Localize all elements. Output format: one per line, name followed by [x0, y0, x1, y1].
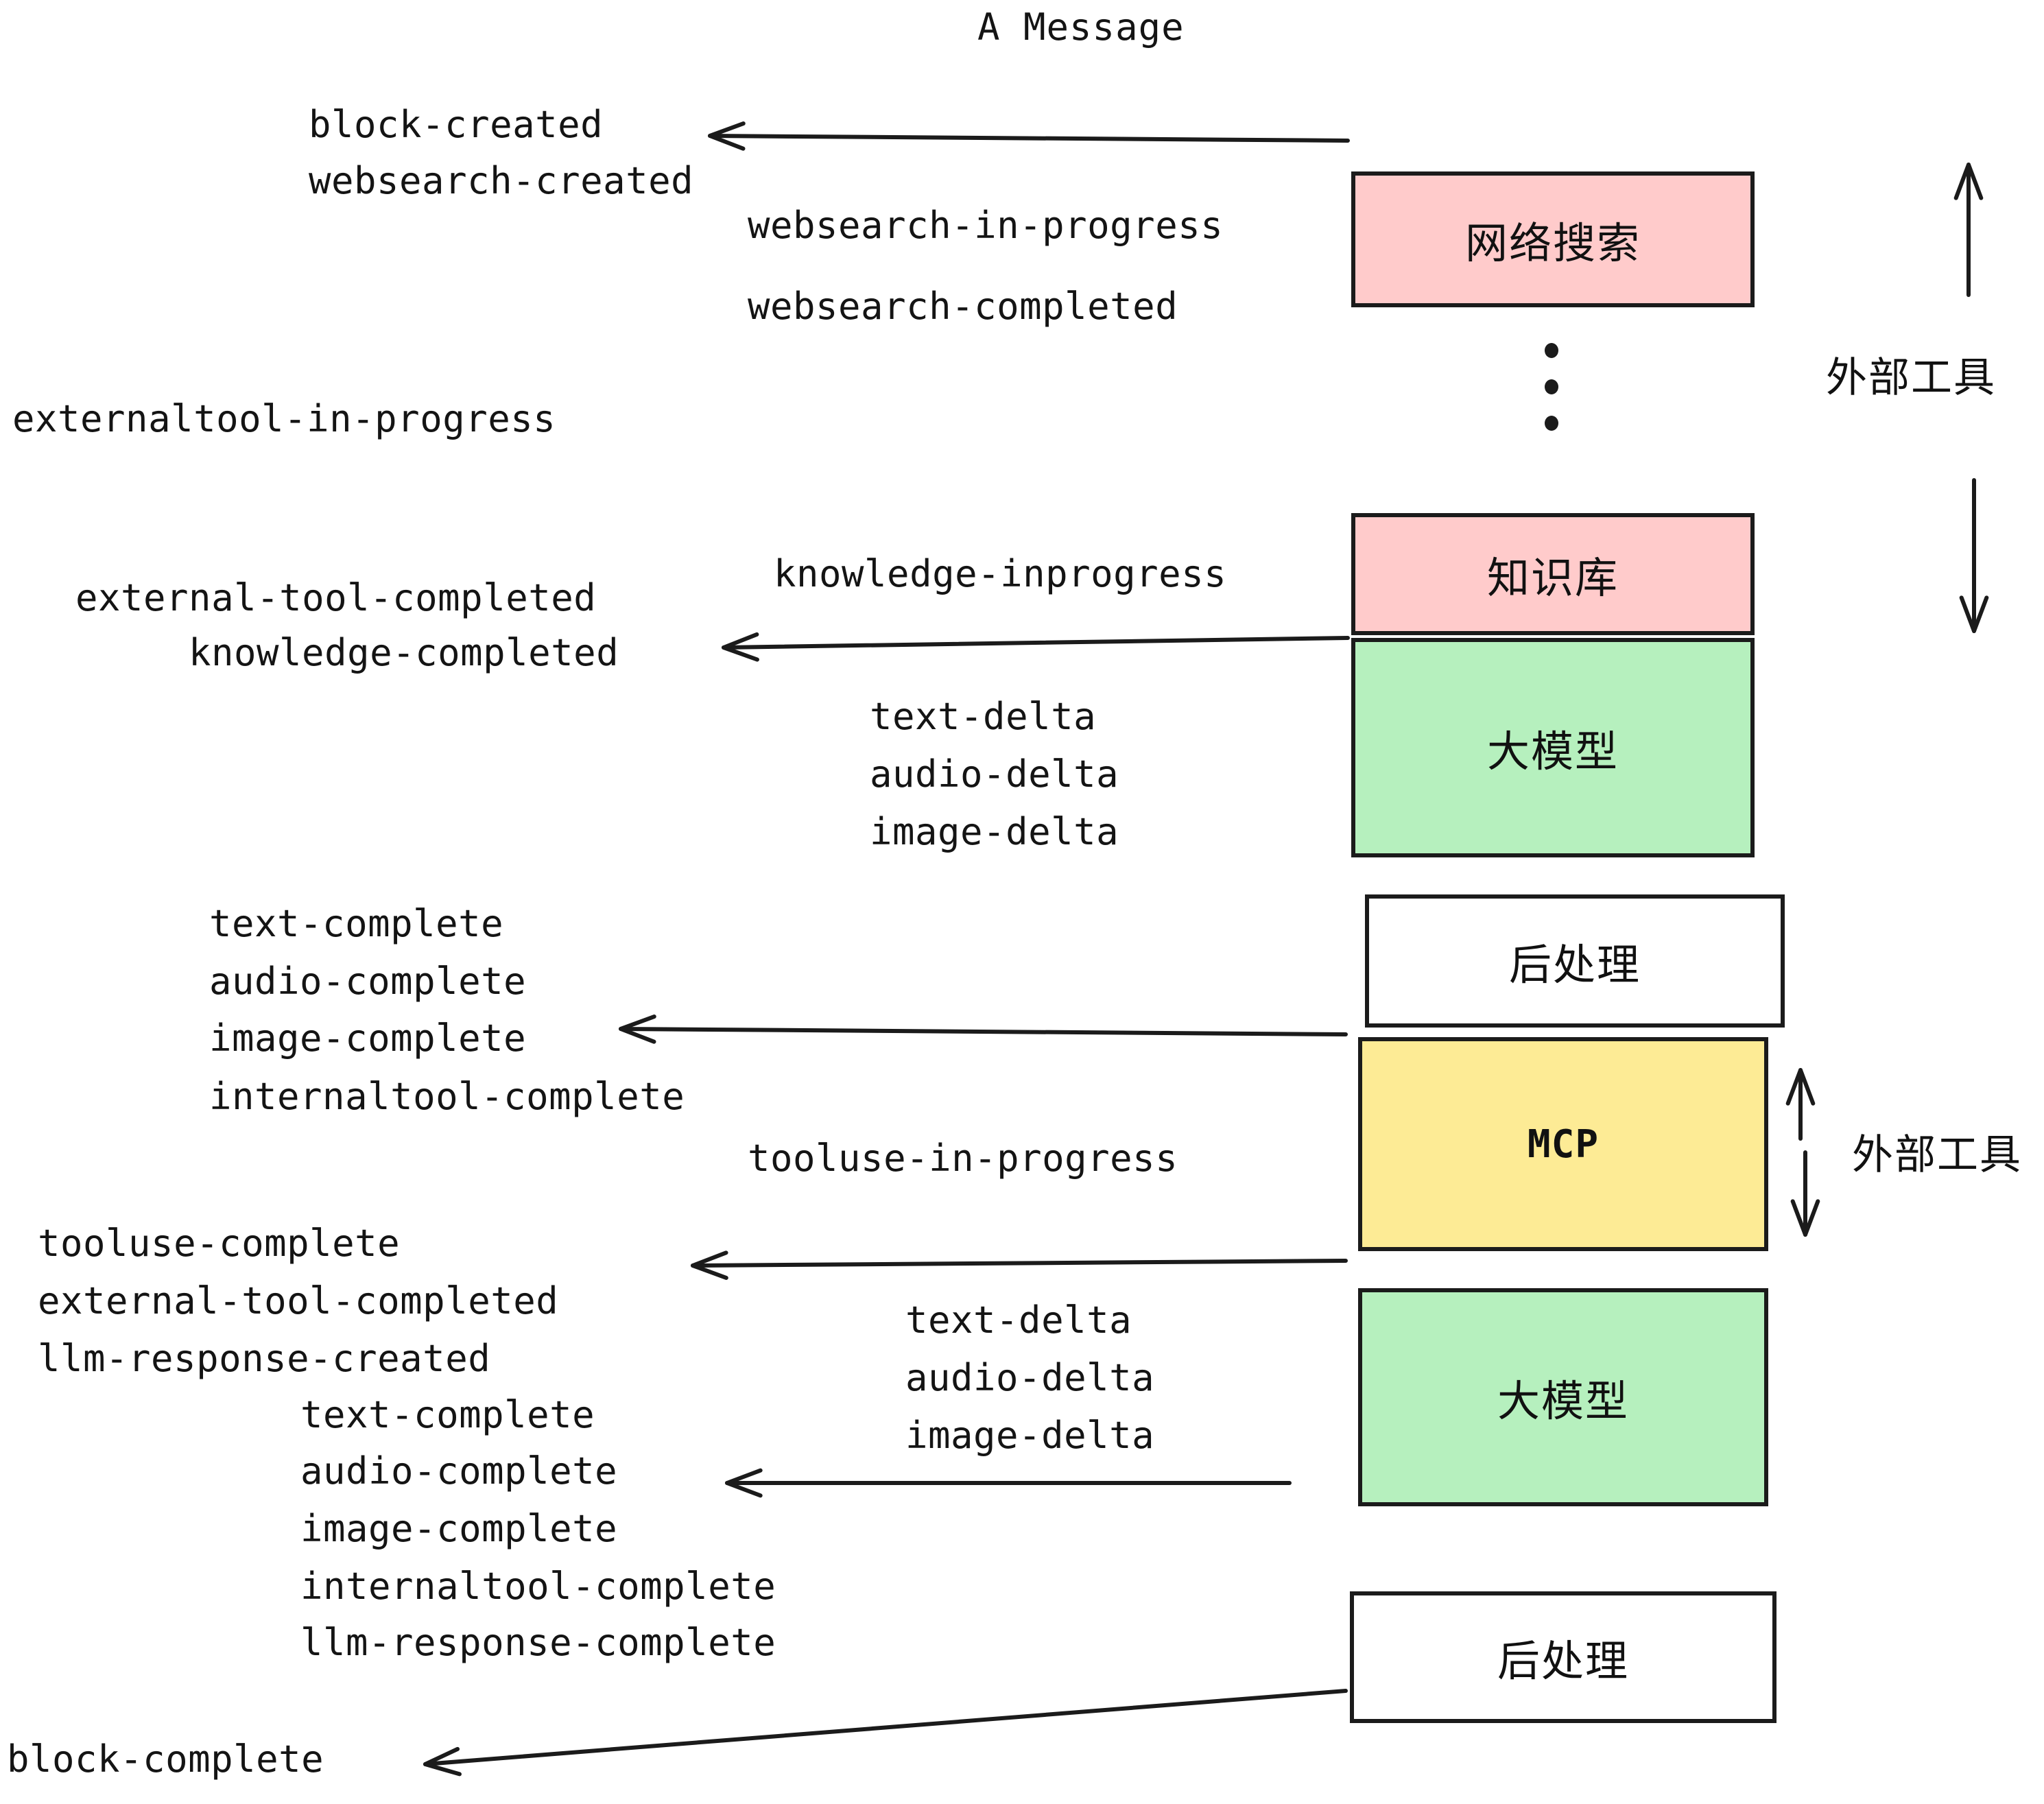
event-label: llm-response-complete [300, 1621, 776, 1664]
event-label: text-complete [209, 902, 504, 945]
event-label: llm-response-created [38, 1337, 491, 1380]
event-label: image-complete [209, 1017, 527, 1060]
process-box: 知识库 [1351, 513, 1755, 635]
arrow-external-tool-down [1959, 478, 1989, 633]
process-box: 大模型 [1351, 638, 1755, 857]
external-tool-label: 外部工具 [1826, 354, 1996, 402]
process-box: MCP [1358, 1037, 1768, 1251]
event-label: image-delta [870, 810, 1119, 853]
ellipsis-dot [1545, 379, 1558, 394]
event-label: audio-delta [905, 1356, 1155, 1399]
arrow-block-complete [423, 1689, 1348, 1777]
external-tool-label: 外部工具 [1852, 1131, 2022, 1179]
page-title: A Message [977, 5, 1185, 49]
arrow-knowledge-completed [722, 632, 1350, 662]
event-label: audio-complete [300, 1449, 618, 1493]
event-label: internaltool-complete [209, 1075, 685, 1118]
event-label: text-delta [870, 695, 1097, 738]
event-label: tooluse-complete [38, 1222, 401, 1265]
event-label: knowledge-inprogress [774, 552, 1227, 595]
event-label: knowledge-completed [189, 631, 619, 674]
event-label: image-complete [300, 1507, 618, 1550]
event-label: tooluse-in-progress [748, 1137, 1178, 1180]
event-label: audio-delta [870, 752, 1119, 796]
arrow-audio-complete [725, 1468, 1292, 1498]
ellipsis-dot [1545, 343, 1558, 358]
event-label: image-delta [905, 1414, 1155, 1457]
event-label: externaltool-in-progress [12, 397, 556, 440]
event-label: block-complete [7, 1737, 324, 1781]
process-box: 后处理 [1365, 894, 1785, 1028]
process-box: 后处理 [1350, 1591, 1776, 1723]
event-label: external-tool-completed [38, 1279, 559, 1322]
event-label: audio-complete [209, 960, 527, 1003]
process-box: 大模型 [1358, 1288, 1768, 1506]
arrow-mcp-tool-up [1785, 1068, 1816, 1141]
arrow-external-tool-up [1953, 163, 1984, 297]
event-label: internaltool-complete [300, 1565, 776, 1608]
event-label: text-delta [905, 1298, 1132, 1342]
event-label: websearch-in-progress [748, 204, 1224, 247]
arrow-block-created [708, 121, 1350, 151]
arrow-mcp-tool-down [1790, 1150, 1820, 1237]
event-label: websearch-completed [748, 285, 1178, 328]
arrow-tooluse-complete [691, 1250, 1348, 1280]
event-label: text-complete [300, 1393, 595, 1436]
arrow-image-complete [619, 1014, 1348, 1044]
event-label: external-tool-completed [75, 576, 597, 619]
event-label: block-created [309, 103, 604, 146]
ellipsis-dots [1543, 343, 1560, 431]
event-label: websearch-created [309, 159, 694, 202]
process-box: 网络搜索 [1351, 171, 1755, 307]
ellipsis-dot [1545, 416, 1558, 431]
